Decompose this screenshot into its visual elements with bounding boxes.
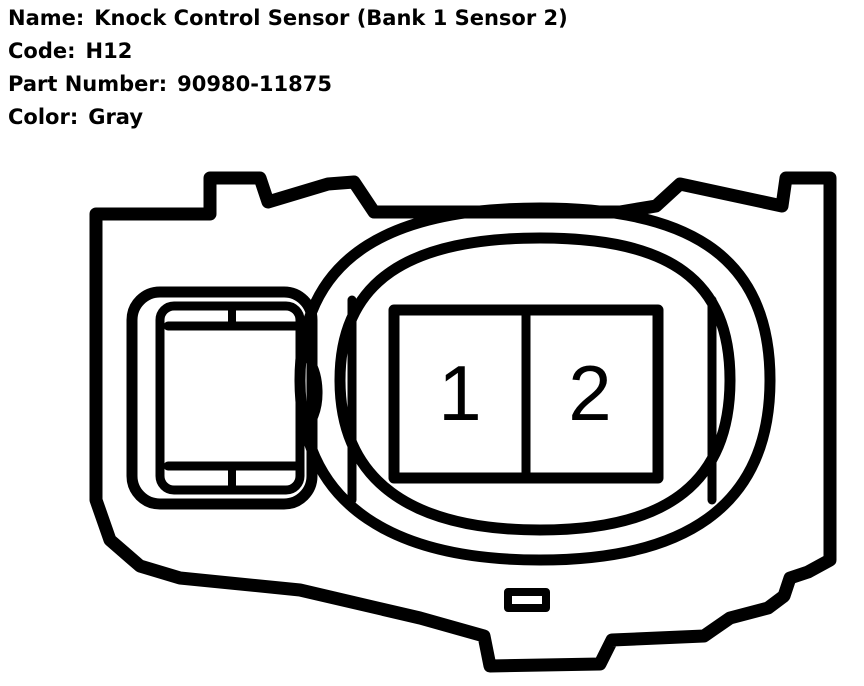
name-row: Name: Knock Control Sensor (Bank 1 Sensor… xyxy=(8,2,568,35)
lock-tab-latch xyxy=(295,347,323,437)
code-row: Code: H12 xyxy=(8,35,568,68)
connector-housing-outline xyxy=(89,171,837,673)
bottom-key-notch xyxy=(504,588,550,612)
code-value: H12 xyxy=(85,39,133,63)
color-label: Color: xyxy=(8,105,79,129)
part-number-label: Part Number: xyxy=(8,72,168,96)
pin-1-label: 1 xyxy=(438,349,481,437)
receptacle-inner-cavity xyxy=(334,232,736,536)
color-value: Gray xyxy=(88,105,144,129)
name-value: Knock Control Sensor (Bank 1 Sensor 2) xyxy=(94,6,568,30)
connector-info: Name: Knock Control Sensor (Bank 1 Sensor… xyxy=(8,2,568,134)
color-row: Color: Gray xyxy=(8,101,568,134)
pin-2-label: 2 xyxy=(568,349,611,437)
part-number-value: 90980-11875 xyxy=(177,72,332,96)
lock-tab-outer xyxy=(126,286,318,510)
receptacle-outer-ring xyxy=(294,202,776,566)
name-label: Name: xyxy=(8,6,85,30)
part-number-row: Part Number: 90980-11875 xyxy=(8,68,568,101)
code-label: Code: xyxy=(8,39,76,63)
